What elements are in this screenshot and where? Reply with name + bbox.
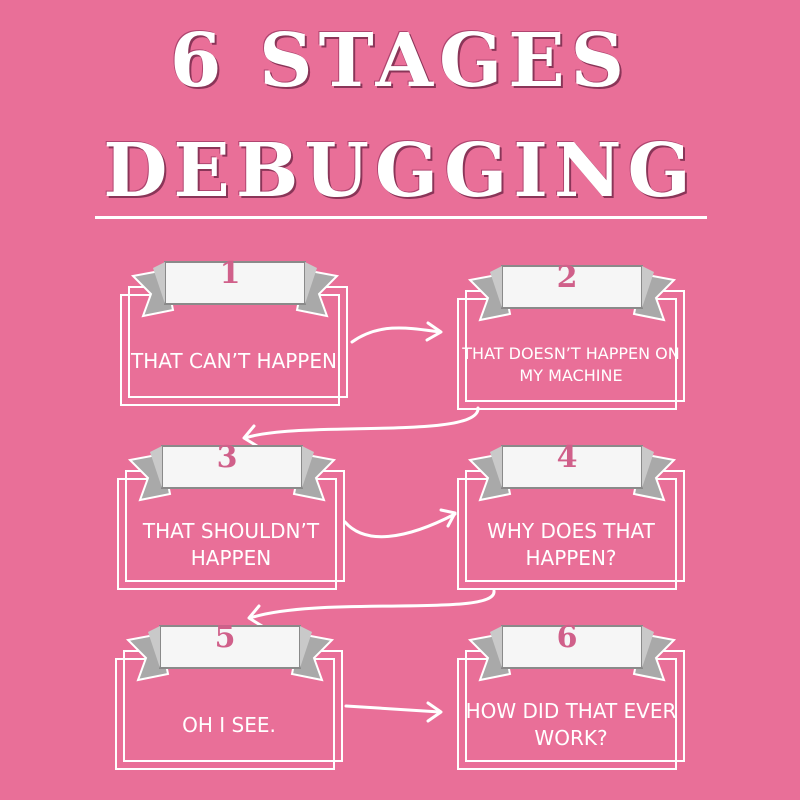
ribbon-banner-icon xyxy=(125,625,335,682)
stage-number: 5 xyxy=(214,620,236,655)
stage-1: 1 THAT CAN’T HAPPEN xyxy=(120,256,350,436)
arrow-3-to-4 xyxy=(343,512,457,539)
ribbon-banner-icon xyxy=(467,265,677,322)
title-divider xyxy=(95,216,707,219)
stage-number: 6 xyxy=(556,620,578,655)
stage-label: HOW DID THAT EVER WORK? xyxy=(465,699,677,750)
stage-4: 4 WHY DOES THAT HAPPEN? xyxy=(457,440,687,620)
stage-number: 2 xyxy=(556,260,578,295)
title-line-2: DEBUGGING xyxy=(103,128,697,214)
stage-label: WHY DOES THAT HAPPEN? xyxy=(487,519,655,570)
stage-label: OH I SEE. xyxy=(182,712,276,737)
stage-number: 3 xyxy=(216,440,238,475)
stage-label: THAT DOESN’T HAPPEN ON MY MACHINE xyxy=(462,344,680,385)
stage-5: 5 OH I SEE. xyxy=(115,620,345,800)
title-line-1: 6 STAGES xyxy=(169,18,631,104)
arrow-1-to-2 xyxy=(350,326,442,344)
stage-label: THAT CAN’T HAPPEN xyxy=(131,348,337,373)
arrowhead-1-to-2 xyxy=(425,321,443,342)
ribbon-banner-icon xyxy=(127,445,337,502)
stage-3: 3 THAT SHOULDN’T HAPPEN xyxy=(117,440,347,620)
ribbon-banner-icon xyxy=(467,625,677,682)
stage-label: THAT SHOULDN’T HAPPEN xyxy=(142,519,320,570)
stage-6: 6 HOW DID THAT EVER WORK? xyxy=(457,620,687,800)
stage-number: 1 xyxy=(219,256,241,291)
arrow-5-to-6 xyxy=(344,704,442,714)
stage-2: 2 THAT DOESN’T HAPPEN ON MY MACHINE xyxy=(457,260,687,440)
arrowhead-5-to-6 xyxy=(426,701,443,723)
arrow-2-to-3 xyxy=(243,406,480,440)
ribbon-banner-icon xyxy=(130,261,340,318)
arrowhead-2-to-3 xyxy=(242,424,259,448)
ribbon-banner-icon xyxy=(467,445,677,502)
arrowhead-4-to-5 xyxy=(247,604,264,628)
arrowhead-3-to-4 xyxy=(439,508,457,528)
stage-number: 4 xyxy=(556,440,578,475)
arrow-4-to-5 xyxy=(248,589,496,620)
